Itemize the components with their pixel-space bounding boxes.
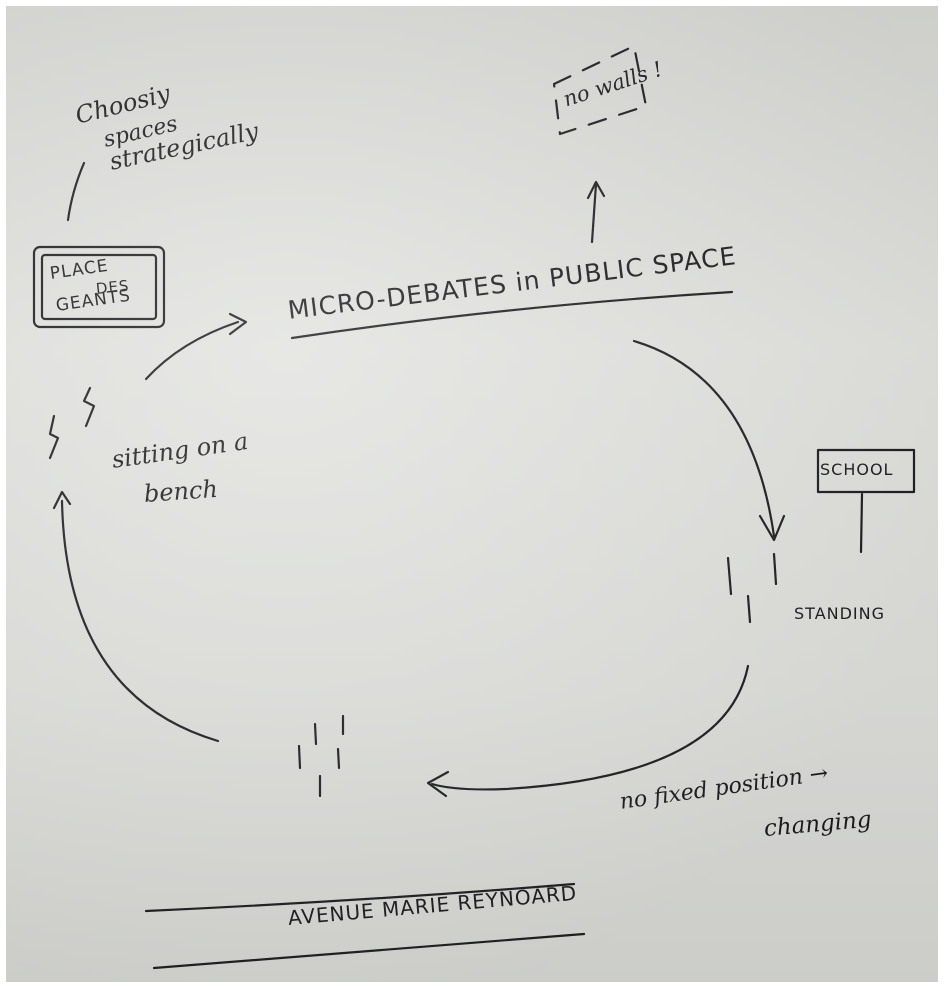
- title-underline: [290, 290, 734, 340]
- arrow-up-no-walls-head: [586, 180, 606, 200]
- arrow-to-title-head: [228, 312, 248, 336]
- arrow-to-title: [144, 320, 240, 381]
- group-mark-3: [297, 744, 302, 770]
- group-mark-1: [313, 722, 318, 746]
- paper-sheet: Choosiy spaces strategically PLACE DES G…: [6, 6, 938, 982]
- group-mark-4: [336, 747, 341, 770]
- sketch-strokes: [32, 44, 916, 970]
- standing-mark-1: [726, 556, 733, 596]
- standing-mark-2: [772, 552, 778, 586]
- arrow-up-no-walls: [590, 182, 598, 244]
- sitting-mark-2: [48, 414, 60, 460]
- school-post: [859, 492, 864, 554]
- standing-mark-3: [746, 594, 752, 624]
- arrow-to-sitting: [60, 499, 220, 743]
- place-box-outer: [32, 245, 166, 329]
- no-walls-box: [552, 44, 648, 136]
- standing-label: STANDING: [794, 604, 886, 623]
- arrow-to-group-head: [426, 770, 450, 798]
- school-sign: [816, 448, 916, 494]
- arrow-to-standing-head: [758, 514, 786, 542]
- arrow-to-standing: [632, 339, 776, 538]
- avenue-line-bottom: [152, 932, 586, 970]
- sitting-text-line2: bench: [143, 474, 219, 508]
- place-box-inner: [40, 253, 158, 321]
- sitting-mark-1: [82, 386, 96, 428]
- connector-line: [66, 161, 86, 222]
- arrow-to-group: [430, 664, 750, 791]
- school-label: SCHOOL: [820, 460, 894, 479]
- avenue-line-top: [144, 882, 576, 913]
- arrow-to-sitting-head: [52, 490, 72, 510]
